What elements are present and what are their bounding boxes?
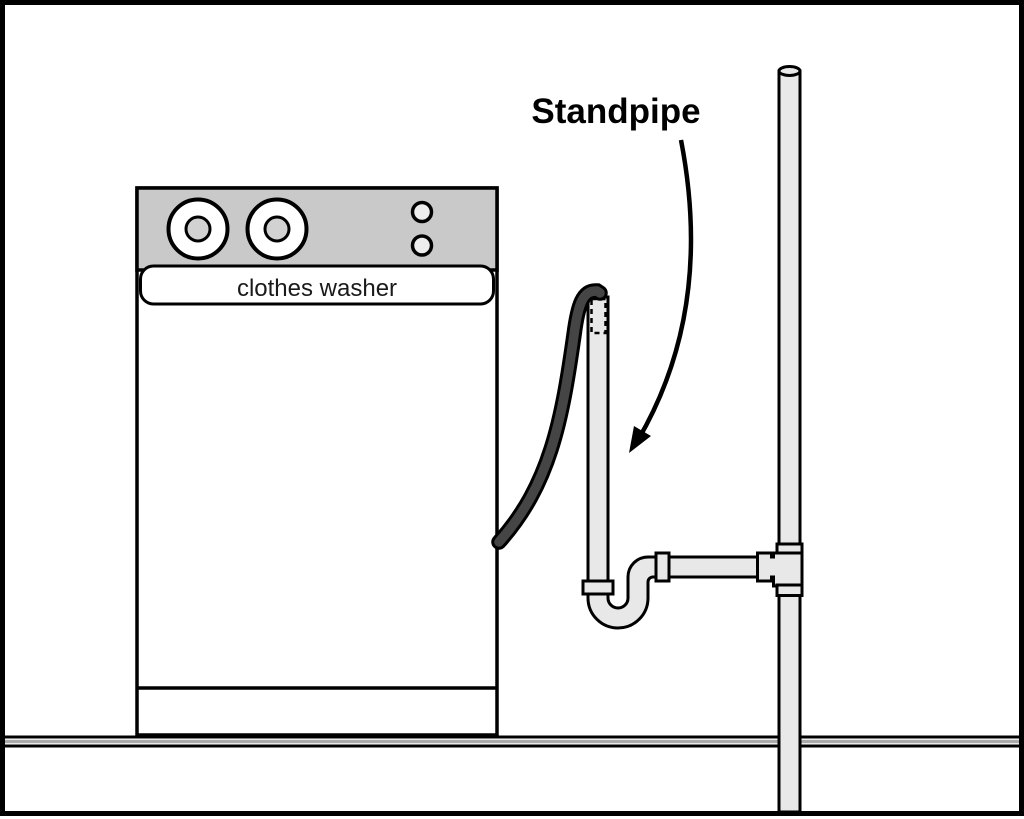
vent-pipe-body (777, 69, 802, 814)
drain-hose (491, 283, 608, 550)
trap-tee-coupling (756, 551, 773, 583)
hose-end-hidden-dashed (590, 297, 607, 335)
panel-button-bottom (410, 234, 434, 257)
trap-elbow-coupling (654, 551, 671, 583)
tee-fitting (770, 542, 804, 597)
dial-left-knob (184, 215, 212, 243)
drain-hose-fill (494, 286, 605, 547)
standpipe-label: Standpipe (531, 92, 700, 131)
standpipe-assembly (586, 295, 610, 583)
clothes-washer: clothes washer (135, 186, 499, 737)
tee-branch-opening (770, 558, 778, 576)
standpipe-pipe (586, 295, 610, 583)
vent-pipe-top-opening (777, 65, 802, 77)
standpipe-arrowhead-icon (629, 426, 651, 453)
floor-line (5, 735, 1019, 748)
washer-label: clothes washer (237, 275, 397, 302)
washer-label-band (139, 264, 495, 306)
p-trap (581, 551, 782, 630)
panel-button-top (410, 200, 434, 224)
standpipe-coupling (581, 579, 615, 596)
standpipe-arrow-shaft (636, 139, 694, 442)
dial-right-knob (263, 215, 291, 243)
drain-vent-pipe (777, 65, 802, 814)
standpipe-callout: Standpipe (531, 92, 701, 453)
tee-lower-coupling (775, 583, 804, 597)
p-trap-pipe (586, 555, 782, 630)
